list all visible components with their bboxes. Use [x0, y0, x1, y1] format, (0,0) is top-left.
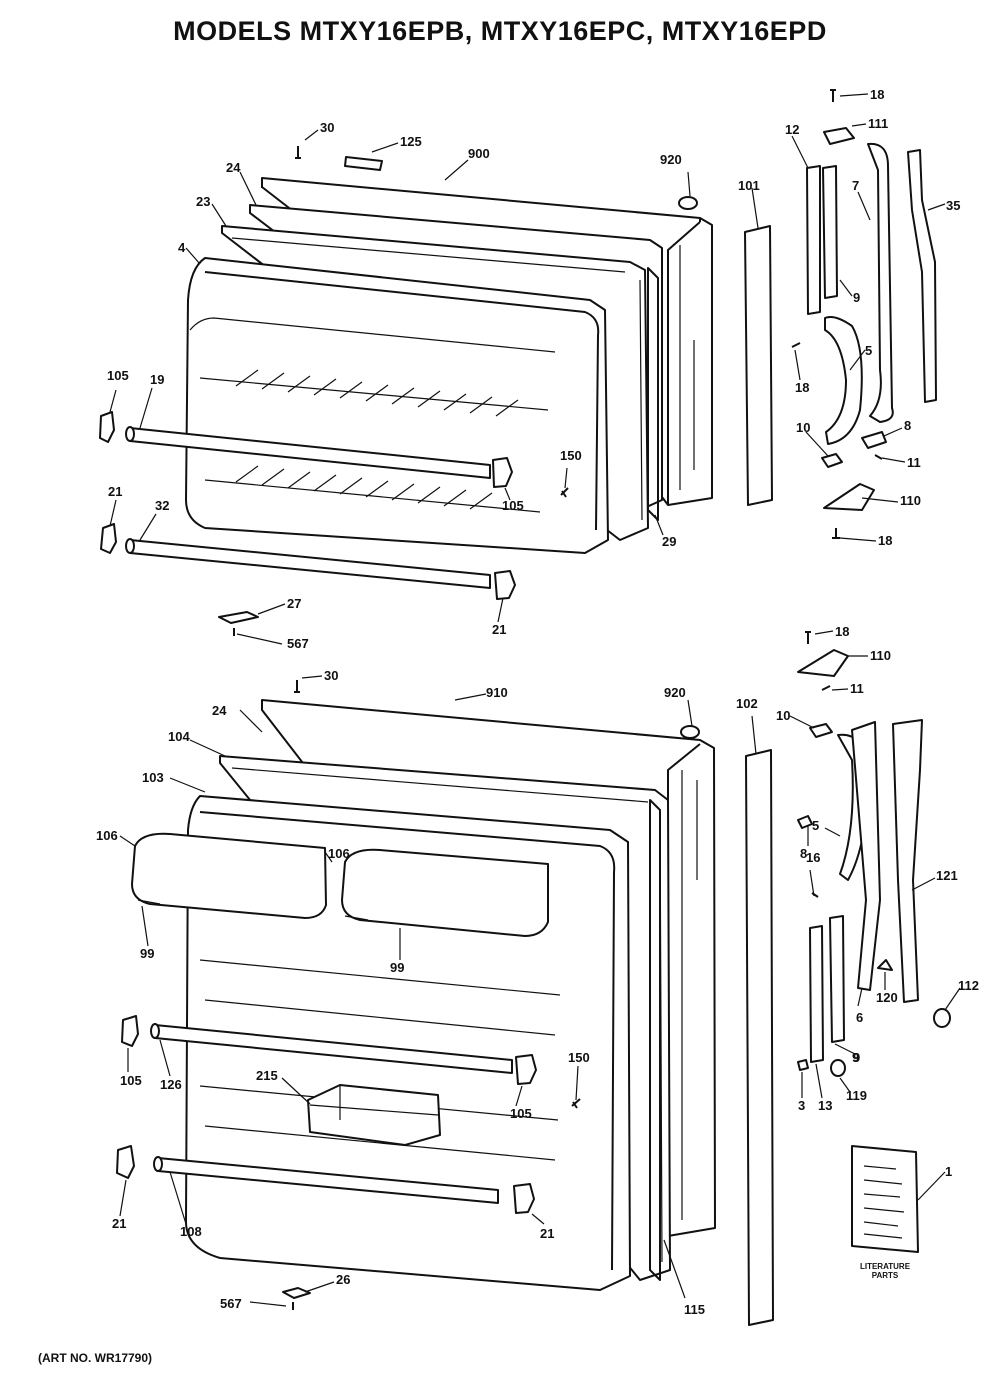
callout-upper-8-20: 8 [904, 418, 911, 433]
callout-lower-9-19: 9 [853, 1050, 860, 1065]
callout-lower-105-27: 105 [510, 1106, 532, 1121]
callout-upper-11-21: 11 [907, 455, 921, 470]
callout-lower-3-28: 3 [798, 1098, 805, 1113]
callout-lower-18-0: 18 [835, 624, 849, 639]
callout-lower-24-6: 24 [212, 703, 227, 718]
callout-upper-150-18: 150 [560, 448, 582, 463]
callout-lower-6-20: 6 [856, 1010, 863, 1025]
art-number: (ART NO. WR17790) [38, 1351, 153, 1365]
callout-lower-16-15: 16 [806, 850, 820, 865]
callout-upper-21-28: 21 [492, 622, 506, 637]
page-title: MODELS MTXY16EPB, MTXY16EPC, MTXY16EPD [173, 16, 827, 46]
callout-upper-10-19: 10 [796, 420, 810, 435]
callout-lower-126-24: 126 [160, 1077, 182, 1092]
callout-lower-104-9: 104 [168, 729, 190, 744]
literature-caption-line2: PARTS [871, 1271, 899, 1280]
callout-upper-9-13: 9 [853, 290, 860, 305]
callout-lower-30-2: 30 [324, 668, 338, 683]
callout-lower-215-26: 215 [256, 1068, 278, 1083]
callout-upper-105-22: 105 [502, 498, 524, 513]
callout-lower-120-21: 120 [876, 990, 898, 1005]
callout-upper-21-23: 21 [108, 484, 122, 499]
callout-upper-18-15: 18 [795, 380, 809, 395]
callout-lower-112-22: 112 [958, 978, 979, 993]
callout-lower-103-11: 103 [142, 770, 164, 785]
callout-lower-106-14: 106 [328, 846, 350, 861]
callout-lower-108-34: 108 [180, 1224, 202, 1239]
callout-lower-21-33: 21 [112, 1216, 126, 1231]
literature-parts-caption: LITERATURE PARTS [850, 1262, 920, 1280]
callout-upper-7-8: 7 [852, 178, 859, 193]
callout-upper-23-11: 23 [196, 194, 210, 209]
callout-upper-125-4: 125 [400, 134, 422, 149]
callout-upper-900-5: 900 [468, 146, 490, 161]
callout-lower-21-35: 21 [540, 1226, 554, 1241]
callout-lower-10-8: 10 [776, 708, 790, 723]
callout-upper-19-17: 19 [150, 372, 164, 387]
callout-upper-567-30: 567 [287, 636, 309, 651]
callout-lower-8-10: 8 [800, 846, 807, 861]
callout-lower-920-4: 920 [664, 685, 686, 700]
callout-lower-11-5: 11 [850, 681, 864, 696]
callout-upper-110-26: 110 [900, 493, 921, 508]
callout-lower-9-31: 9 [852, 1050, 859, 1065]
callout-lower-99-17: 99 [140, 946, 154, 961]
callout-upper-920-6: 920 [660, 152, 682, 167]
callout-lower-115-36: 115 [684, 1302, 705, 1317]
callout-upper-18-0: 18 [870, 87, 884, 102]
callout-upper-30-3: 30 [320, 120, 334, 135]
callout-upper-32-24: 32 [155, 498, 169, 513]
callout-lower-102-7: 102 [736, 696, 758, 711]
callout-lower-26-37: 26 [336, 1272, 350, 1287]
callout-upper-5-14: 5 [865, 343, 872, 358]
callout-lower-567-38: 567 [220, 1296, 242, 1311]
callout-upper-18-27: 18 [878, 533, 892, 548]
callout-lower-13-29: 13 [818, 1098, 832, 1113]
callout-lower-119-30: 119 [846, 1088, 867, 1103]
callout-lower-105-23: 105 [120, 1073, 142, 1088]
callout-lower-910-3: 910 [486, 685, 508, 700]
callout-lower-150-25: 150 [568, 1050, 590, 1065]
callout-upper-29-25: 29 [662, 534, 676, 549]
callout-lower-5-12: 5 [812, 818, 819, 833]
callout-labels-upper: 18 111 12 30 125 900 920 101 7 35 24 23 4 9 5 18 105 19 15… [107, 87, 960, 651]
leader-lines [109, 93, 961, 1307]
callout-upper-105-16: 105 [107, 368, 129, 383]
callout-upper-35-9: 35 [946, 198, 960, 213]
callout-upper-12-2: 12 [785, 122, 799, 137]
callout-lower-121-16: 121 [936, 868, 958, 883]
fresh-food-door-assembly [116, 631, 951, 1326]
literature-caption-line1: LITERATURE [859, 1262, 911, 1271]
freezer-door-assembly [99, 89, 937, 636]
callout-upper-24-10: 24 [226, 160, 241, 175]
callout-upper-27-29: 27 [287, 596, 301, 611]
callout-lower-1-32: 1 [945, 1164, 952, 1179]
callout-lower-106-13: 106 [96, 828, 118, 843]
callout-upper-4-12: 4 [178, 240, 186, 255]
callout-upper-111-1: 111 [868, 116, 888, 131]
callout-lower-99-18: 99 [390, 960, 404, 975]
callout-upper-101-7: 101 [738, 178, 760, 193]
callout-lower-110-1: 110 [870, 648, 891, 663]
